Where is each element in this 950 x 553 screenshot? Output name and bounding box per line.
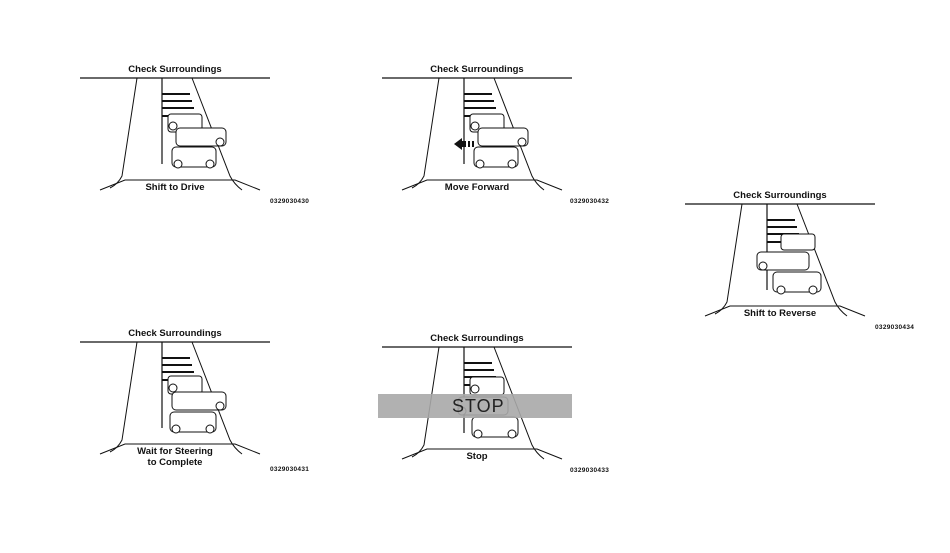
panel-stop: Check Surroundings STOP Stop 0329030433 (382, 333, 572, 478)
panel-title: Check Surroundings (685, 190, 875, 201)
panel-caption-line: to Complete (80, 457, 270, 468)
figure-code: 0329030434 (875, 324, 914, 331)
panel-caption: Move Forward (382, 182, 572, 193)
panel-caption: Shift to Drive (80, 182, 270, 193)
panel-title: Check Surroundings (80, 64, 270, 75)
vehicle-icon (168, 376, 226, 433)
panel-title: Check Surroundings (382, 64, 572, 75)
panel-caption: Shift to Reverse (685, 308, 875, 319)
figure-code: 0329030431 (270, 466, 309, 473)
vehicle-icon (470, 114, 528, 168)
figure-code: 0329030433 (570, 467, 609, 474)
parking-illustration (80, 64, 270, 194)
panel-caption: Wait for Steering to Complete (80, 446, 270, 468)
panel-title: Check Surroundings (382, 333, 572, 344)
panel-caption: Stop (382, 451, 572, 462)
parking-illustration (382, 64, 572, 194)
parking-illustration (685, 190, 875, 320)
parking-illustration (80, 328, 270, 458)
panel-shift-to-drive: Check Surroundings Shift to Drive 032903… (80, 64, 270, 194)
figure-code: 0329030432 (570, 198, 609, 205)
panel-shift-to-reverse: Check Surroundings Shift to Reverse 0329… (685, 190, 875, 320)
panel-caption-line: Wait for Steering (80, 446, 270, 457)
figure-code: 0329030430 (270, 198, 309, 205)
panel-title: Check Surroundings (80, 328, 270, 339)
stop-overlay-text: STOP (452, 396, 505, 417)
panel-wait-for-steering: Check Surroundings Wait for Steering to … (80, 328, 270, 473)
panel-move-forward: Check Surroundings Move Forward 03290304… (382, 64, 572, 194)
vehicle-icon (168, 114, 226, 168)
